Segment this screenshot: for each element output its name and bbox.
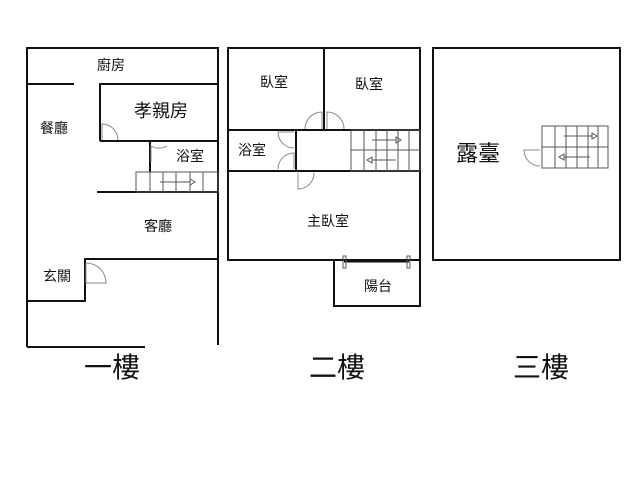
room-terrace: 露臺 xyxy=(455,142,501,167)
room-entrance: 玄關 xyxy=(43,269,71,285)
room-bathroom-2f: 浴室 xyxy=(238,143,266,159)
floor3-title: 三樓 xyxy=(512,351,570,384)
room-master: 主臥室 xyxy=(307,214,349,230)
room-dining: 餐廳 xyxy=(40,121,68,137)
floor2-title: 二樓 xyxy=(308,351,366,384)
room-living: 客廳 xyxy=(144,219,172,235)
floor1-title: 一樓 xyxy=(83,351,141,384)
room-bedroom-right: 臥室 xyxy=(355,77,383,93)
floor1-walls xyxy=(26,47,219,348)
floor2-doors xyxy=(277,111,345,190)
room-bathroom-1f: 浴室 xyxy=(176,149,204,165)
floor1-stairs xyxy=(135,171,219,193)
room-balcony: 陽台 xyxy=(364,279,392,295)
floor1-doors xyxy=(85,123,168,284)
room-kitchen: 廚房 xyxy=(97,58,125,74)
room-elder: 孝親房 xyxy=(134,101,188,122)
floor3-stairs xyxy=(523,125,609,169)
floor2-stairs xyxy=(350,129,421,172)
floor3-walls xyxy=(432,47,621,261)
room-bedroom-left: 臥室 xyxy=(260,75,288,91)
floor2-walls xyxy=(227,47,421,307)
